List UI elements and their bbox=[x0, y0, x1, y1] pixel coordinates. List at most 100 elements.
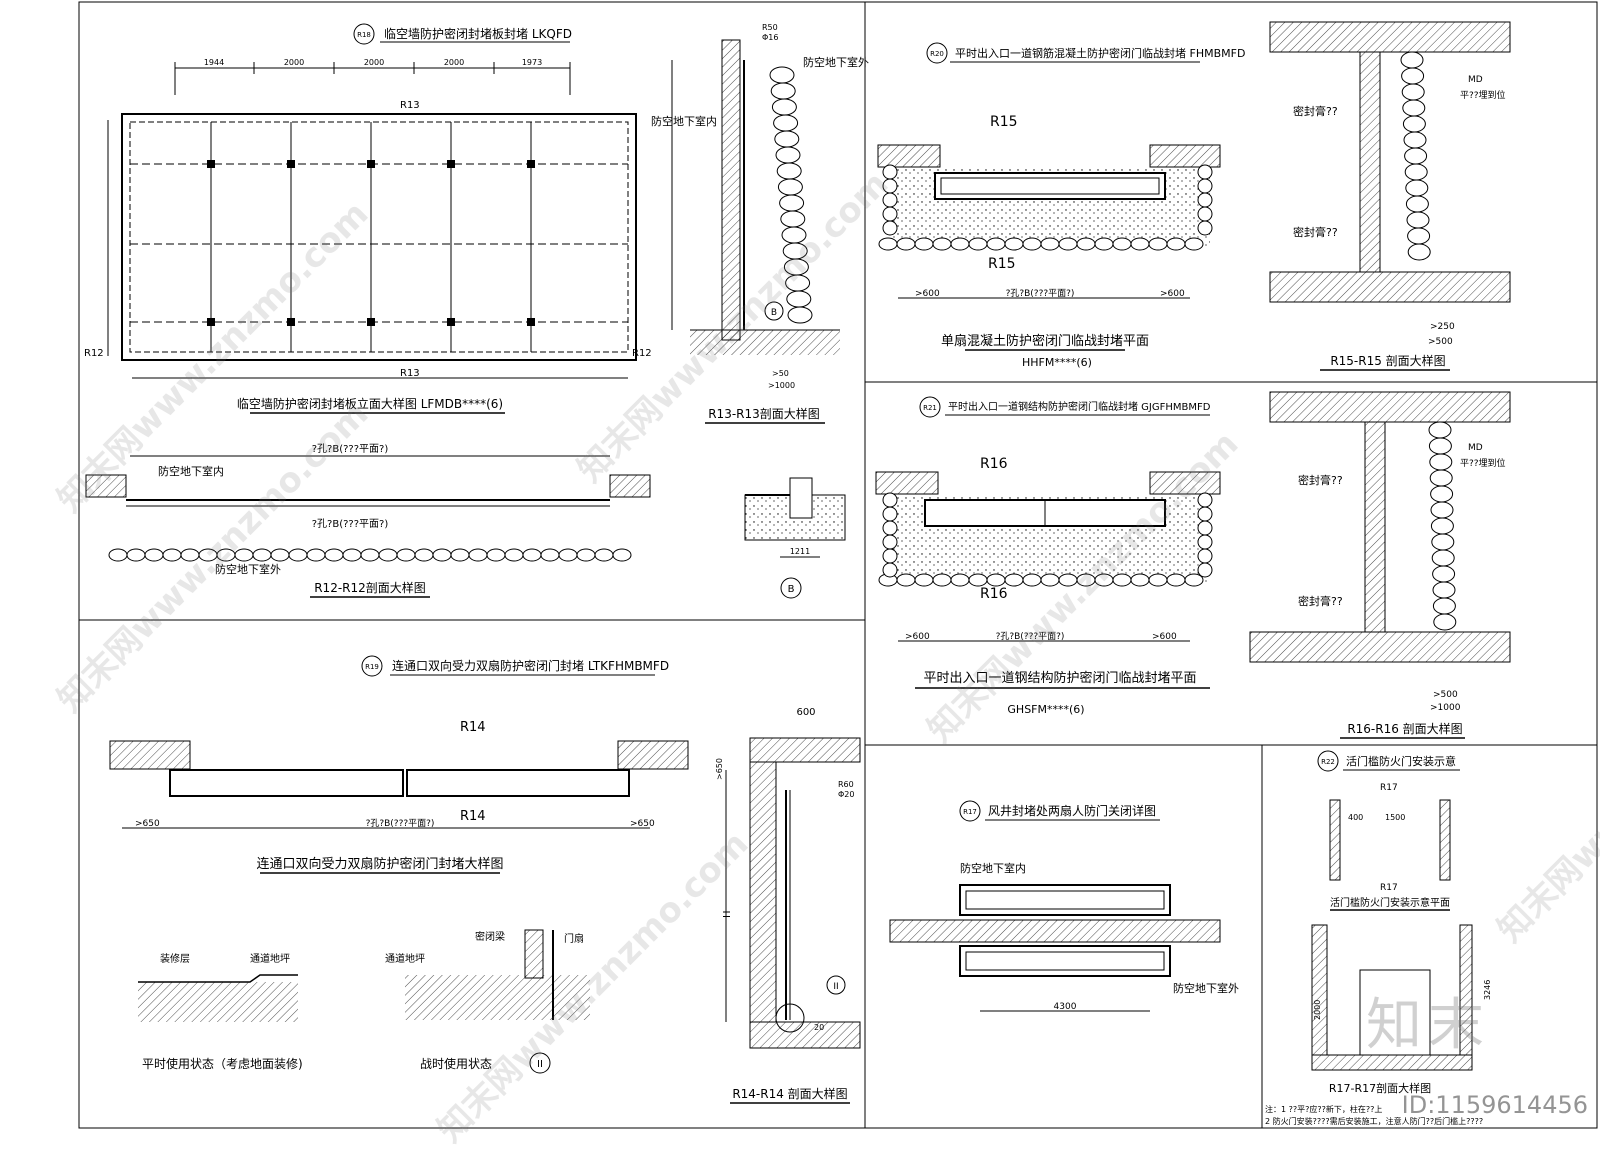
sandbag bbox=[882, 192, 898, 208]
sandbag bbox=[558, 548, 578, 562]
r12-section: ?孔?B(???平面?) 防空地下室内 ?孔?B(???平面?) 防空地下室外 … bbox=[85, 443, 651, 598]
r12-sandbags bbox=[108, 548, 632, 562]
r13-dim-2: >1000 bbox=[768, 381, 795, 390]
sandbag bbox=[396, 548, 416, 562]
r13-dim-1: >50 bbox=[772, 369, 789, 378]
r13-phi16: Φ16 bbox=[762, 33, 778, 42]
sandbag bbox=[594, 548, 614, 562]
r20-sandbags bbox=[878, 164, 1213, 251]
r22-section-caption: R17-R17剖面大样图 bbox=[1329, 1081, 1431, 1095]
r22-title: 活门槛防火门安装示意 bbox=[1346, 754, 1456, 768]
detail-b-label: B bbox=[788, 584, 795, 595]
r19-cut-bottom: R14 bbox=[460, 809, 486, 824]
sandbag bbox=[1429, 453, 1453, 471]
r16-dim-1: >500 bbox=[1433, 690, 1458, 700]
r20-dim-left: >600 bbox=[915, 289, 940, 299]
sandbag bbox=[1112, 573, 1132, 587]
r15-section: MD 平??埋到位 密封膏?? 密封膏?? >250 >500 R15-R15 … bbox=[1269, 21, 1511, 371]
sandbag bbox=[540, 548, 560, 562]
sandbag bbox=[779, 194, 805, 212]
sandbag bbox=[1166, 573, 1186, 587]
r19-s2-number: II bbox=[537, 1059, 543, 1070]
r12-top-dim: ?孔?B(???平面?) bbox=[312, 443, 389, 455]
r18-title: 临空墙防护密闭封堵板封堵 LKQFD bbox=[384, 26, 572, 41]
r18-elevation-caption: 临空墙防护密闭封堵板立面大样图 LFMDB****(6) bbox=[237, 396, 503, 411]
sandbag bbox=[1405, 179, 1429, 197]
r18-dim-3: 2000 bbox=[364, 58, 384, 67]
r15-dim-1: >250 bbox=[1430, 322, 1455, 332]
sandbag bbox=[950, 237, 970, 251]
r17-dim: 4300 bbox=[1054, 1002, 1077, 1012]
r19-s2-beam: 密闭梁 bbox=[475, 930, 505, 943]
sandbag bbox=[774, 130, 800, 148]
r21-dim-right: >600 bbox=[1152, 632, 1177, 642]
r19-dim-left: >650 bbox=[135, 819, 160, 829]
detail-b: 1211 B bbox=[744, 477, 846, 599]
r13-sandbags bbox=[769, 66, 813, 324]
sandbag bbox=[1148, 237, 1168, 251]
r19-title: 连通口双向受力双扇防护密闭门封堵 LTKFHMBMFD bbox=[392, 658, 669, 673]
sandbag bbox=[180, 548, 200, 562]
r13-outside-label: 防空地下室外 bbox=[803, 55, 869, 69]
r22-plan-caption: 活门槛防火门安装示意平面 bbox=[1330, 896, 1450, 909]
sandbag bbox=[1430, 485, 1454, 503]
sandbag bbox=[1058, 573, 1078, 587]
sandbag bbox=[896, 573, 916, 587]
r14-dim-650: >650 bbox=[715, 758, 724, 780]
sandbag bbox=[576, 548, 596, 562]
r15-sandbags bbox=[1400, 51, 1431, 261]
sandbag bbox=[1197, 178, 1213, 194]
sandbag bbox=[504, 548, 524, 562]
r17-inside-label: 防空地下室内 bbox=[960, 861, 1026, 875]
sandbag bbox=[882, 534, 898, 550]
r19-dim-mid: ?孔?B(???平面?) bbox=[366, 818, 435, 829]
r20-title: 平时出入口一道钢筋混凝土防护密闭门临战封堵 FHMBMFD bbox=[955, 46, 1245, 60]
r22-dim-400: 400 bbox=[1348, 813, 1363, 822]
sandbag bbox=[1112, 237, 1132, 251]
r13-caption: R13-R13剖面大样图 bbox=[708, 406, 820, 421]
sandbag bbox=[1197, 206, 1213, 222]
sandbag bbox=[986, 573, 1006, 587]
r22-dim-2000: 2000 bbox=[1313, 1000, 1322, 1020]
sandbag bbox=[882, 492, 898, 508]
sandbag bbox=[1197, 506, 1213, 522]
r19-s2-caption: 战时使用状态 bbox=[420, 1056, 492, 1071]
r21-dim-mid: ?孔?B(???平面?) bbox=[996, 631, 1065, 642]
r12-bottom-dim: ?孔?B(???平面?) bbox=[312, 518, 389, 530]
sandbag bbox=[781, 226, 807, 244]
sandbag bbox=[914, 237, 934, 251]
r15-seal-bottom: 密封膏?? bbox=[1293, 225, 1338, 239]
sandbag bbox=[1403, 131, 1427, 149]
r13-r50: R50 bbox=[762, 23, 778, 32]
sandbag bbox=[234, 548, 254, 562]
r20-section: R20 平时出入口一道钢筋混凝土防护密闭门临战封堵 FHMBMFD R15 R1… bbox=[877, 42, 1245, 369]
r19-section: R19 连通口双向受力双扇防护密闭门封堵 LTKFHMBMFD R14 R14 … bbox=[109, 655, 689, 1074]
r21-number: R21 bbox=[923, 404, 937, 412]
sandbag bbox=[882, 164, 898, 180]
sandbag bbox=[1431, 549, 1455, 567]
r15-seal-top: 密封膏?? bbox=[1293, 104, 1338, 118]
r14-dim-600: 600 bbox=[796, 707, 815, 718]
sandbag bbox=[1094, 573, 1114, 587]
sandbag bbox=[968, 237, 988, 251]
r20-dim-mid: ?孔?B(???平面?) bbox=[1006, 288, 1075, 299]
r22-note-1: 注：1 ??平?应??新下，柱在??上 bbox=[1265, 1104, 1382, 1114]
sandbag bbox=[882, 520, 898, 536]
r19-number: R19 bbox=[365, 663, 379, 671]
sandbag bbox=[522, 548, 542, 562]
r15-note: 平??埋到位 bbox=[1460, 89, 1506, 101]
sandbag bbox=[1022, 237, 1042, 251]
r22-dim-3246: 3246 bbox=[1483, 980, 1492, 1000]
sandbag bbox=[1432, 581, 1456, 599]
sandbag bbox=[770, 82, 796, 100]
r18-side-left: R12 bbox=[84, 348, 104, 359]
r13-inside-label: 防空地下室内 bbox=[651, 114, 717, 128]
r18-cut-bottom: R13 bbox=[400, 368, 420, 379]
sandbag bbox=[1402, 115, 1426, 133]
r16-sandbags bbox=[1428, 421, 1457, 631]
r20-dim-right: >600 bbox=[1160, 289, 1185, 299]
r22-cut-bottom: R17 bbox=[1380, 883, 1398, 893]
sandbag bbox=[1184, 573, 1204, 587]
sandbag bbox=[1197, 562, 1213, 578]
r16-seal-bottom: 密封膏?? bbox=[1298, 594, 1343, 608]
